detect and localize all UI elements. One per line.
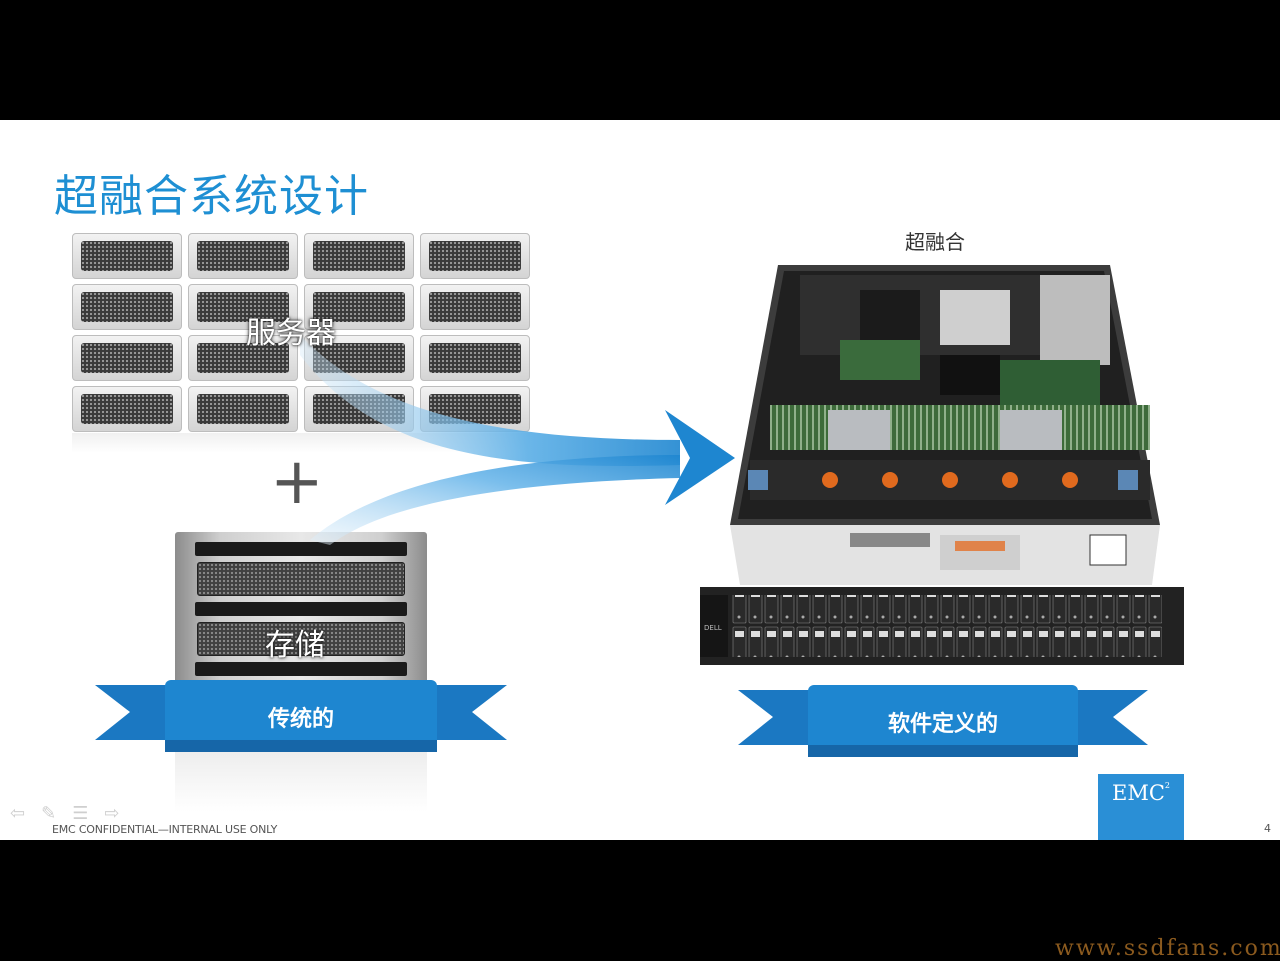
traditional-ribbon: 传统的 — [95, 680, 507, 752]
svg-text:DELL: DELL — [704, 624, 722, 632]
watermark: www.ssdfans.com — [1055, 936, 1280, 961]
storage-label: 存储 — [265, 628, 325, 663]
menu-icon[interactable]: ☰ — [72, 803, 89, 824]
arrow-right-icon[interactable]: ⇨ — [104, 803, 120, 824]
page-number: 4 — [1264, 822, 1271, 835]
slide-nav[interactable]: ⇦ ✎ ☰ ⇨ — [10, 804, 119, 824]
pen-icon[interactable]: ✎ — [41, 803, 57, 824]
server-label: 服务器 — [246, 316, 336, 351]
merge-arrow-graphic — [300, 335, 735, 545]
hyperconverged-server-image: DELL — [700, 265, 1184, 665]
logo-superscript: 2 — [1164, 781, 1170, 790]
software-defined-label: 软件定义的 — [888, 711, 998, 737]
software-defined-ribbon: 软件定义的 — [738, 685, 1148, 757]
slide: 超融合系统设计 + — [0, 120, 1280, 840]
arrow-left-icon[interactable]: ⇦ — [10, 803, 26, 824]
confidential-footer: EMC CONFIDENTIAL—INTERNAL USE ONLY — [52, 823, 278, 836]
logo-text: EMC — [1112, 781, 1165, 805]
plus-icon: + — [270, 445, 324, 519]
converged-caption: 超融合 — [905, 230, 965, 254]
slide-title: 超融合系统设计 — [54, 171, 369, 222]
traditional-label: 传统的 — [267, 706, 334, 732]
